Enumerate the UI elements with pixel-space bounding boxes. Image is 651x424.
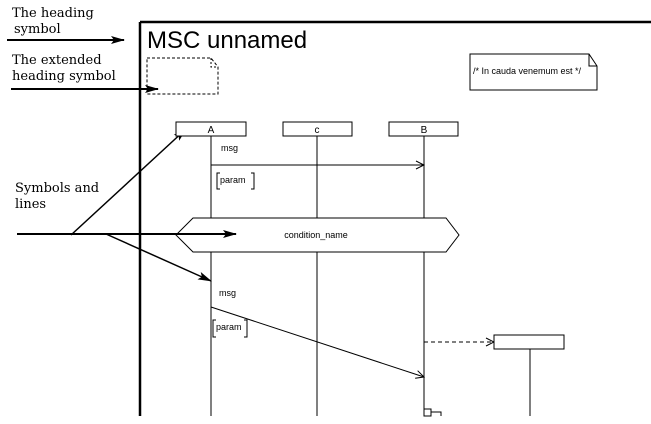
annotation-extended-line1: The extended — [12, 53, 102, 68]
condition-label: condition_name — [284, 230, 348, 240]
instance-a-label: A — [208, 125, 215, 136]
annotation-symbols-line1: Symbols and — [15, 181, 99, 196]
message-1-param-bracket-right — [251, 172, 255, 190]
instance-b[interactable]: B — [388, 121, 459, 137]
message-2-param: param — [216, 322, 242, 332]
message-2-arrow[interactable] — [210, 306, 424, 377]
message-2-param-bracket-left — [212, 319, 216, 338]
instance-a[interactable]: A — [175, 121, 247, 137]
instance-c[interactable]: c — [282, 121, 353, 137]
comment-box[interactable]: /* In cauda venemum est */ — [469, 53, 598, 91]
timer-symbol[interactable] — [423, 408, 432, 417]
message-1-label: msg — [221, 143, 238, 153]
symbols-pointer-arrow-down — [105, 233, 212, 282]
annotation-heading-line2: symbol — [14, 22, 61, 37]
message-1-param-bracket-left — [216, 172, 220, 190]
annotation-extended-line2: heading symbol — [12, 69, 116, 84]
message-2-param-bracket-right — [244, 319, 248, 338]
instance-c-label: c — [315, 125, 320, 136]
timer-connector — [431, 411, 442, 416]
annotation-heading-line1: The heading — [12, 6, 94, 21]
msc-title: MSC unnamed — [147, 27, 307, 54]
annotation-symbols-line2: lines — [15, 197, 46, 212]
created-instance[interactable] — [493, 334, 565, 350]
extended-heading-fold — [210, 58, 218, 68]
message-2-label: msg — [219, 288, 236, 298]
message-1-param: param — [220, 175, 246, 185]
comment-text: /* In cauda venemum est */ — [473, 66, 582, 76]
symbols-pointer-arrow-up — [70, 128, 187, 236]
instance-b-label: B — [421, 125, 428, 136]
